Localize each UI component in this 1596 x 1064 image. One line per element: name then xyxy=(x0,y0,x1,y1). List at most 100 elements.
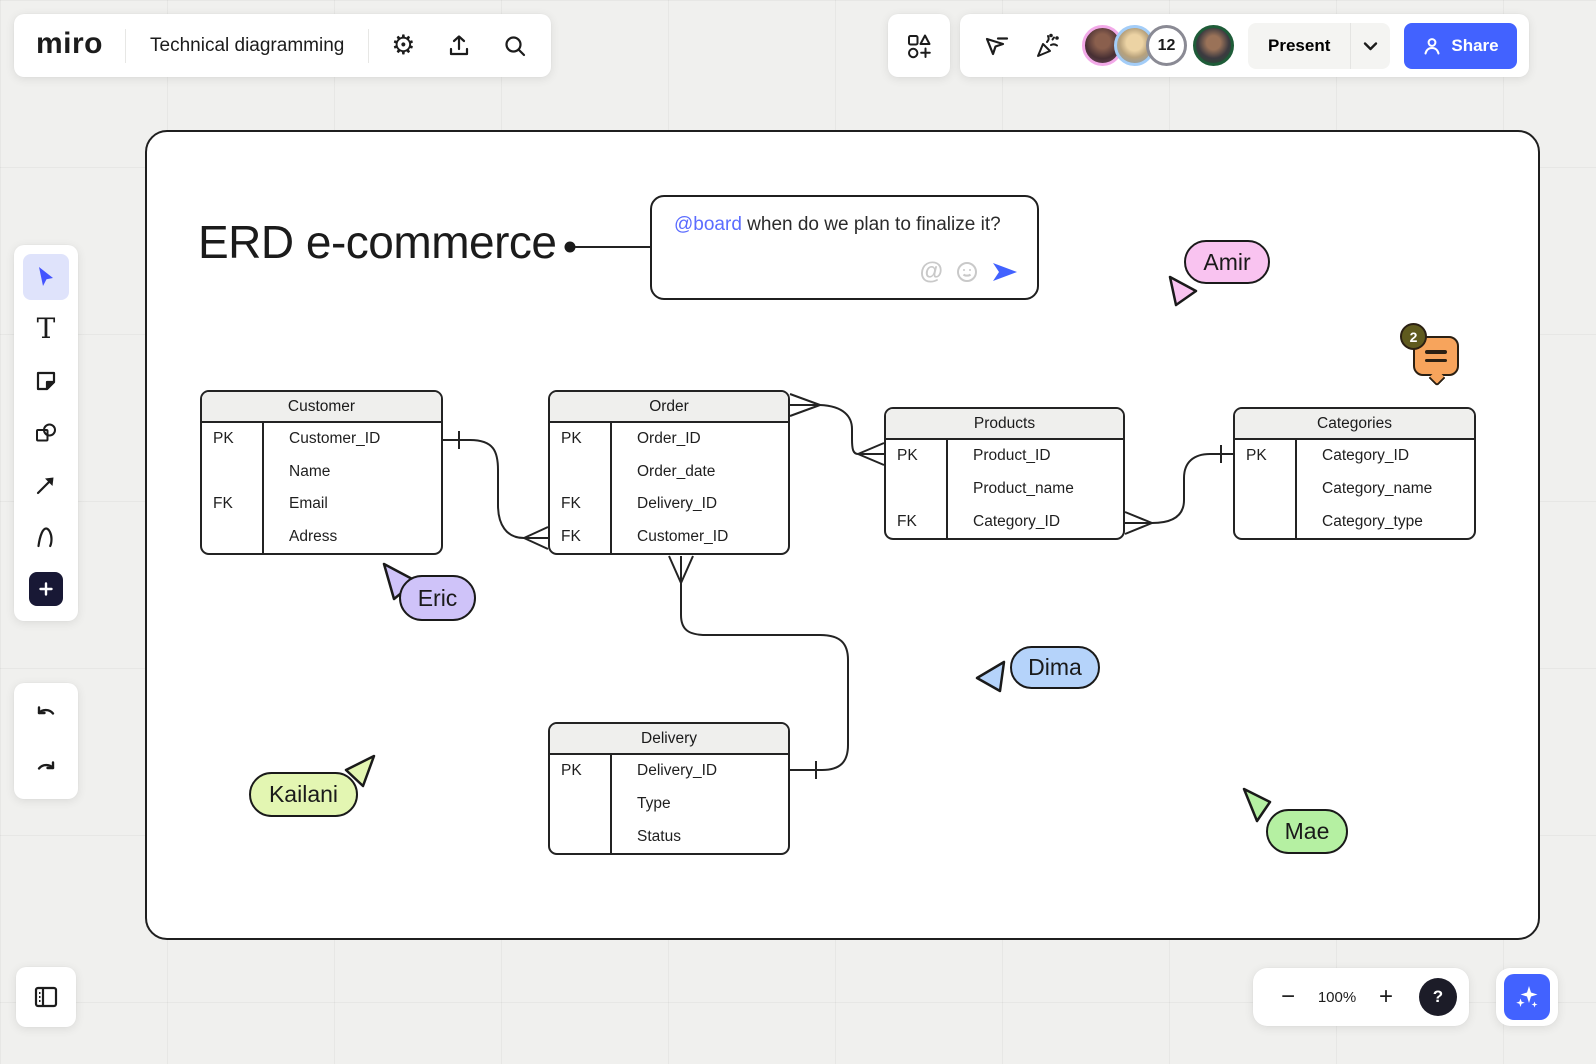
key-cell xyxy=(550,820,612,853)
apps-panel xyxy=(888,14,950,77)
search-icon xyxy=(505,35,526,56)
key-cell: FK xyxy=(202,488,264,521)
party-popper-icon xyxy=(1037,33,1059,57)
entity-customer-title: Customer xyxy=(202,392,441,423)
attr-cell: Product_name xyxy=(973,480,1074,497)
apps-button[interactable] xyxy=(897,24,941,68)
cursor-label-dima: Dima xyxy=(1010,646,1100,689)
text-tool[interactable]: T xyxy=(23,306,69,352)
attr-cell: Delivery_ID xyxy=(637,495,718,513)
attr-cell: Category_ID xyxy=(1322,447,1410,465)
present-button[interactable]: Present xyxy=(1248,23,1350,69)
emoji-icon[interactable] xyxy=(955,260,979,284)
zoom-level[interactable]: 100% xyxy=(1317,988,1357,1006)
reactions-button[interactable] xyxy=(1026,24,1070,68)
comment-thread[interactable]: 2 xyxy=(1400,323,1459,387)
entity-delivery-title: Delivery xyxy=(550,724,788,755)
cursor-label-amir: Amir xyxy=(1184,240,1270,284)
key-cell: FK xyxy=(550,520,612,553)
redo-button[interactable] xyxy=(24,745,68,789)
text-icon: T xyxy=(36,312,56,345)
chevron-down-icon xyxy=(1364,41,1378,50)
zoom-out-button[interactable]: − xyxy=(1269,977,1307,1017)
comment-count-badge: 2 xyxy=(1400,323,1427,350)
share-label: Share xyxy=(1451,35,1499,55)
key-cell xyxy=(1235,505,1297,538)
avatar[interactable] xyxy=(1193,25,1234,66)
entity-row: Status xyxy=(550,820,788,853)
key-cell: PK xyxy=(550,423,612,456)
entity-row: Name xyxy=(202,455,441,488)
key-cell xyxy=(550,787,612,821)
share-person-icon xyxy=(1424,37,1440,54)
key-cell: FK xyxy=(550,488,612,521)
export-button[interactable] xyxy=(437,24,481,68)
key-cell: PK xyxy=(550,755,612,788)
miro-logo[interactable]: miro xyxy=(36,26,104,60)
attr-cell: Customer_ID xyxy=(289,430,381,448)
shapes-tool[interactable] xyxy=(23,410,69,456)
ai-assistant-button[interactable] xyxy=(1504,974,1550,1020)
present-menu-button[interactable] xyxy=(1350,22,1390,69)
undo-button[interactable] xyxy=(24,693,68,737)
send-icon[interactable] xyxy=(991,260,1019,284)
frame-title[interactable]: ERD e-commerce xyxy=(198,216,557,268)
sticky-note-tool[interactable] xyxy=(23,358,69,404)
follow-cursor-button[interactable] xyxy=(974,24,1018,68)
upload-icon xyxy=(450,34,469,55)
select-tool[interactable] xyxy=(23,254,69,300)
pen-tool[interactable] xyxy=(23,514,69,560)
cursor-follow-icon xyxy=(985,36,1009,55)
mention-icon[interactable]: @ xyxy=(919,258,943,285)
cursor-label-mae: Mae xyxy=(1266,809,1348,854)
connector-tool[interactable] xyxy=(23,462,69,508)
divider xyxy=(368,28,370,63)
entity-row: Adress xyxy=(202,520,441,553)
sparkles-icon xyxy=(1516,986,1538,1008)
entity-order-title: Order xyxy=(550,392,788,423)
top-left-toolbar: miro Technical diagramming ⚙ xyxy=(14,14,552,77)
cursor-name: Eric xyxy=(417,584,458,611)
entity-row: Category_type xyxy=(1235,505,1474,538)
search-button[interactable] xyxy=(493,24,537,68)
add-more-tools[interactable] xyxy=(23,566,69,612)
arrow-icon xyxy=(36,477,54,495)
pen-curve-icon xyxy=(37,527,53,548)
ai-assistant-panel xyxy=(1496,968,1558,1026)
redo-icon xyxy=(37,761,55,770)
entity-categories-title: Categories xyxy=(1235,409,1474,440)
entity-row: Category_name xyxy=(1235,472,1474,506)
attr-cell: Category_type xyxy=(1322,512,1423,530)
history-toolbar xyxy=(14,683,78,799)
frames-panel-toggle[interactable] xyxy=(16,967,76,1027)
comment-box[interactable]: @board when do we plan to finalize it? @ xyxy=(650,195,1039,300)
help-button[interactable]: ? xyxy=(1419,978,1457,1016)
share-button[interactable]: Share xyxy=(1404,22,1517,69)
comment-body: when do we plan to finalize it? xyxy=(741,214,1001,235)
cursor-label-eric: Eric xyxy=(399,575,476,621)
attr-cell: Category_ID xyxy=(973,512,1061,530)
cursor-name: Mae xyxy=(1284,818,1330,844)
board-title[interactable]: Technical diagramming xyxy=(150,34,345,56)
sticky-note-icon xyxy=(36,371,56,391)
collaborator-avatars[interactable]: 12 xyxy=(1082,25,1234,66)
attr-cell: Order_date xyxy=(637,462,716,480)
avatar-overflow-count[interactable]: 12 xyxy=(1146,25,1187,66)
divider xyxy=(125,28,127,63)
settings-button[interactable]: ⚙ xyxy=(381,24,425,68)
zoom-in-button[interactable]: + xyxy=(1367,977,1405,1017)
